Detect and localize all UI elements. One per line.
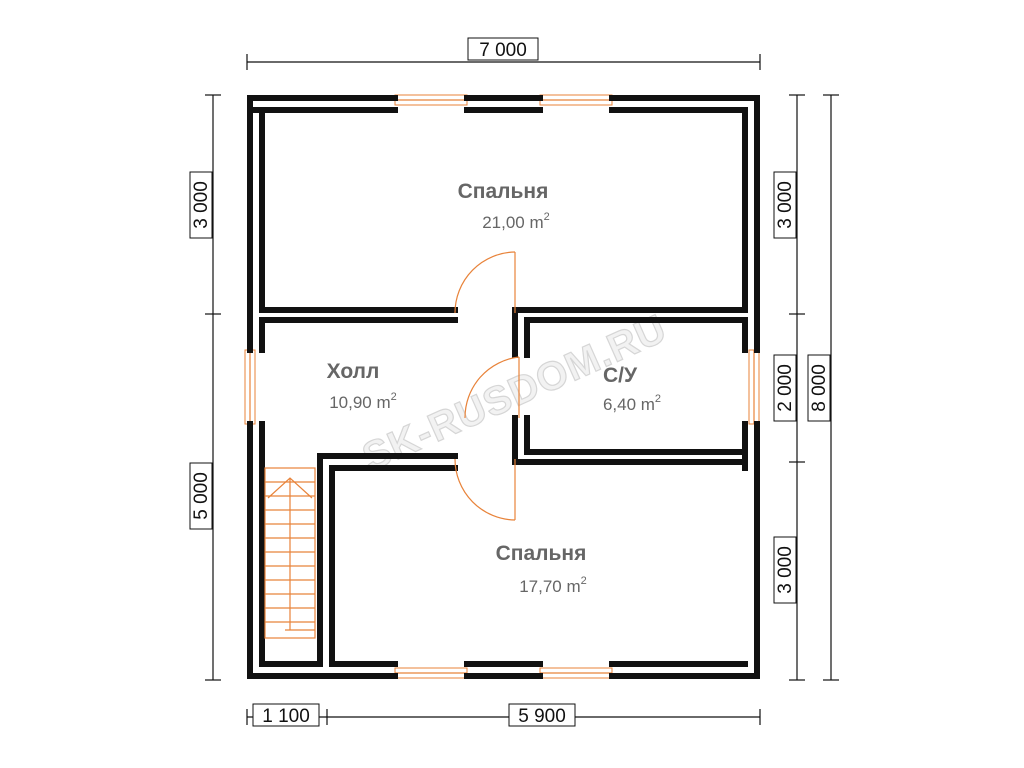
door-bottom-bedroom bbox=[454, 458, 516, 521]
room-bathroom: С/У 6,40 m2 bbox=[603, 364, 661, 414]
door-bathroom bbox=[464, 356, 520, 419]
walls bbox=[247, 95, 760, 679]
room-name-bedroom-bottom: Спальня bbox=[496, 542, 587, 565]
door-top-bedroom bbox=[454, 251, 516, 314]
room-area-hall: 10,90 m2 bbox=[329, 391, 397, 412]
window-bottom-left bbox=[394, 667, 468, 679]
dimension-bottom: 1 100 5 900 bbox=[246, 703, 761, 727]
dimension-label-left-upper: 3 000 bbox=[191, 181, 212, 229]
dimension-label-right-middle: 2 000 bbox=[775, 364, 796, 412]
room-area-bathroom: 6,40 m2 bbox=[603, 393, 661, 414]
staircase bbox=[264, 467, 316, 639]
room-hall: Холл 10,90 m2 bbox=[327, 360, 397, 412]
dimension-right-total: 8 000 bbox=[807, 94, 839, 681]
window-top-right bbox=[539, 94, 613, 106]
room-bedroom-top: Спальня 21,00 m2 bbox=[458, 180, 550, 232]
dimension-label-right-upper: 3 000 bbox=[775, 181, 796, 229]
dimension-top: 7 000 bbox=[246, 37, 761, 70]
windows bbox=[244, 94, 760, 679]
dimension-label-bottom-right: 5 900 bbox=[518, 706, 566, 727]
dimension-label-right-total: 8 000 bbox=[809, 364, 830, 412]
dimension-label-bottom-left: 1 100 bbox=[262, 706, 310, 727]
room-bedroom-bottom: Спальня 17,70 m2 bbox=[496, 542, 587, 596]
doors bbox=[454, 251, 520, 521]
dimension-label-right-lower: 3 000 bbox=[775, 546, 796, 594]
dimension-label-top: 7 000 bbox=[479, 40, 527, 61]
dimension-right: 3 000 2 000 3 000 bbox=[773, 94, 805, 681]
room-name-hall: Холл bbox=[327, 360, 380, 383]
room-area-bedroom-bottom: 17,70 m2 bbox=[519, 575, 587, 596]
window-right-bathroom bbox=[748, 349, 760, 425]
dimension-label-left-lower: 5 000 bbox=[191, 472, 212, 520]
room-name-bathroom: С/У bbox=[603, 364, 638, 387]
room-name-bedroom-top: Спальня bbox=[458, 180, 549, 203]
window-left-hall bbox=[244, 349, 256, 425]
room-area-bedroom-top: 21,00 m2 bbox=[482, 211, 550, 232]
window-top-left bbox=[394, 94, 468, 106]
dimension-left: 3 000 5 000 bbox=[189, 94, 221, 681]
window-bottom-right bbox=[539, 667, 613, 679]
